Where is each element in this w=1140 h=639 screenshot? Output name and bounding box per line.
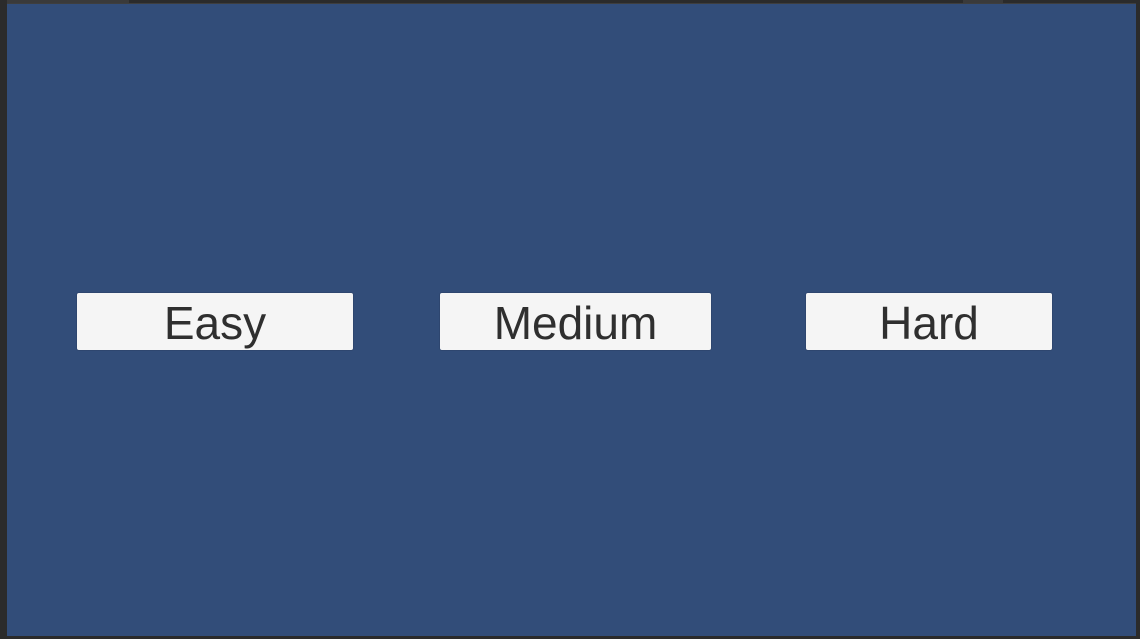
game-view: Easy Medium Hard [7,3,1136,636]
medium-button-label: Medium [493,296,658,349]
easy-button[interactable]: Easy [77,293,353,350]
hard-button[interactable]: Hard [806,293,1052,350]
hard-button-label: Hard [879,296,979,349]
top-bar-segment [963,0,1003,3]
easy-button-label: Easy [163,296,267,349]
top-bar-segment [7,0,129,3]
medium-button[interactable]: Medium [440,293,711,350]
